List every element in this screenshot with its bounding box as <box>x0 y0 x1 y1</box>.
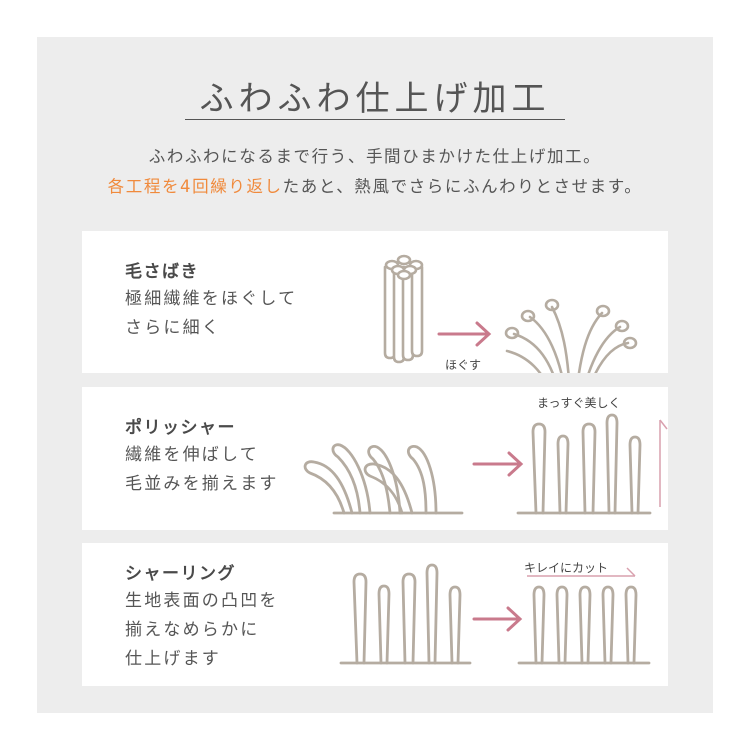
title-underline <box>185 119 565 120</box>
step-desc-line: 仕上げます <box>125 649 221 669</box>
upward-indicator-icon <box>659 419 668 507</box>
fiber-bundle-icon <box>383 254 424 364</box>
infographic-panel: ふわふわ仕上げ加工 ふわふわになるまで行う、手間ひまかけた仕上げ加工。 各工程を… <box>37 37 713 713</box>
step-desc-line: 毛並みを揃えます <box>125 474 279 494</box>
cut-line-icon <box>527 567 636 577</box>
step-title: 毛さばき <box>125 262 199 282</box>
step-desc-line: 生地表面の凸凹を <box>125 591 279 611</box>
step-title: ポリッシャー <box>125 418 236 438</box>
bent-fibers-icon <box>303 443 464 515</box>
arrow-right-icon <box>472 606 523 632</box>
lead-line-2: 各工程を4回繰り返したあと、熱風でさらにふんわりとさせます。 <box>37 176 713 198</box>
step-text: 毛さばき 極細繊維をほぐして さらに細く <box>125 259 297 343</box>
arrow-right-icon <box>437 321 492 347</box>
after-label: まっすぐ美しく <box>537 396 621 410</box>
straight-fibers-icon <box>516 413 652 515</box>
step-text: ポリッシャー 繊維を伸ばして 毛並みを揃えます <box>125 415 279 499</box>
page-title: ふわふわ仕上げ加工 <box>199 79 551 119</box>
uneven-fibers-icon <box>339 563 472 665</box>
after-label: キレイにカット <box>524 561 608 575</box>
step-title: シャーリング <box>125 564 236 584</box>
step-illustration: ほぐす <box>383 254 638 373</box>
lead-accent-text: 各工程を4回繰り返し <box>107 177 283 196</box>
step-card-shearing: シャーリング 生地表面の凸凹を 揃えなめらかに 仕上げます キレイにカット <box>82 543 668 686</box>
step-desc-line: 揃えなめらかに <box>125 620 260 640</box>
step-desc-line: 極細繊維をほぐして <box>125 289 298 309</box>
step-desc-line: さらに細く <box>125 318 221 338</box>
arrow-label: ほぐす <box>445 358 481 372</box>
lead-line-1: ふわふわになるまで行う、手間ひまかけた仕上げ加工。 <box>148 147 602 166</box>
step-text: シャーリング 生地表面の凸凹を 揃えなめらかに 仕上げます <box>125 561 279 674</box>
step-desc-line: 繊維を伸ばして <box>125 445 259 465</box>
step-illustration: まっすぐ美しく <box>303 396 668 515</box>
step-illustration: キレイにカット <box>339 561 651 665</box>
even-fibers-icon <box>517 585 651 665</box>
loosened-fibers-icon <box>504 298 638 373</box>
arrow-right-icon <box>472 451 524 477</box>
step-card-polisher: ポリッシャー 繊維を伸ばして 毛並みを揃えます まっすぐ美しく <box>82 387 668 530</box>
lead-rest-text: たあと、熱風でさらにふんわりとさせます。 <box>282 177 643 196</box>
step-card-kesabaki: 毛さばき 極細繊維をほぐして さらに細く ほぐす <box>82 231 668 373</box>
